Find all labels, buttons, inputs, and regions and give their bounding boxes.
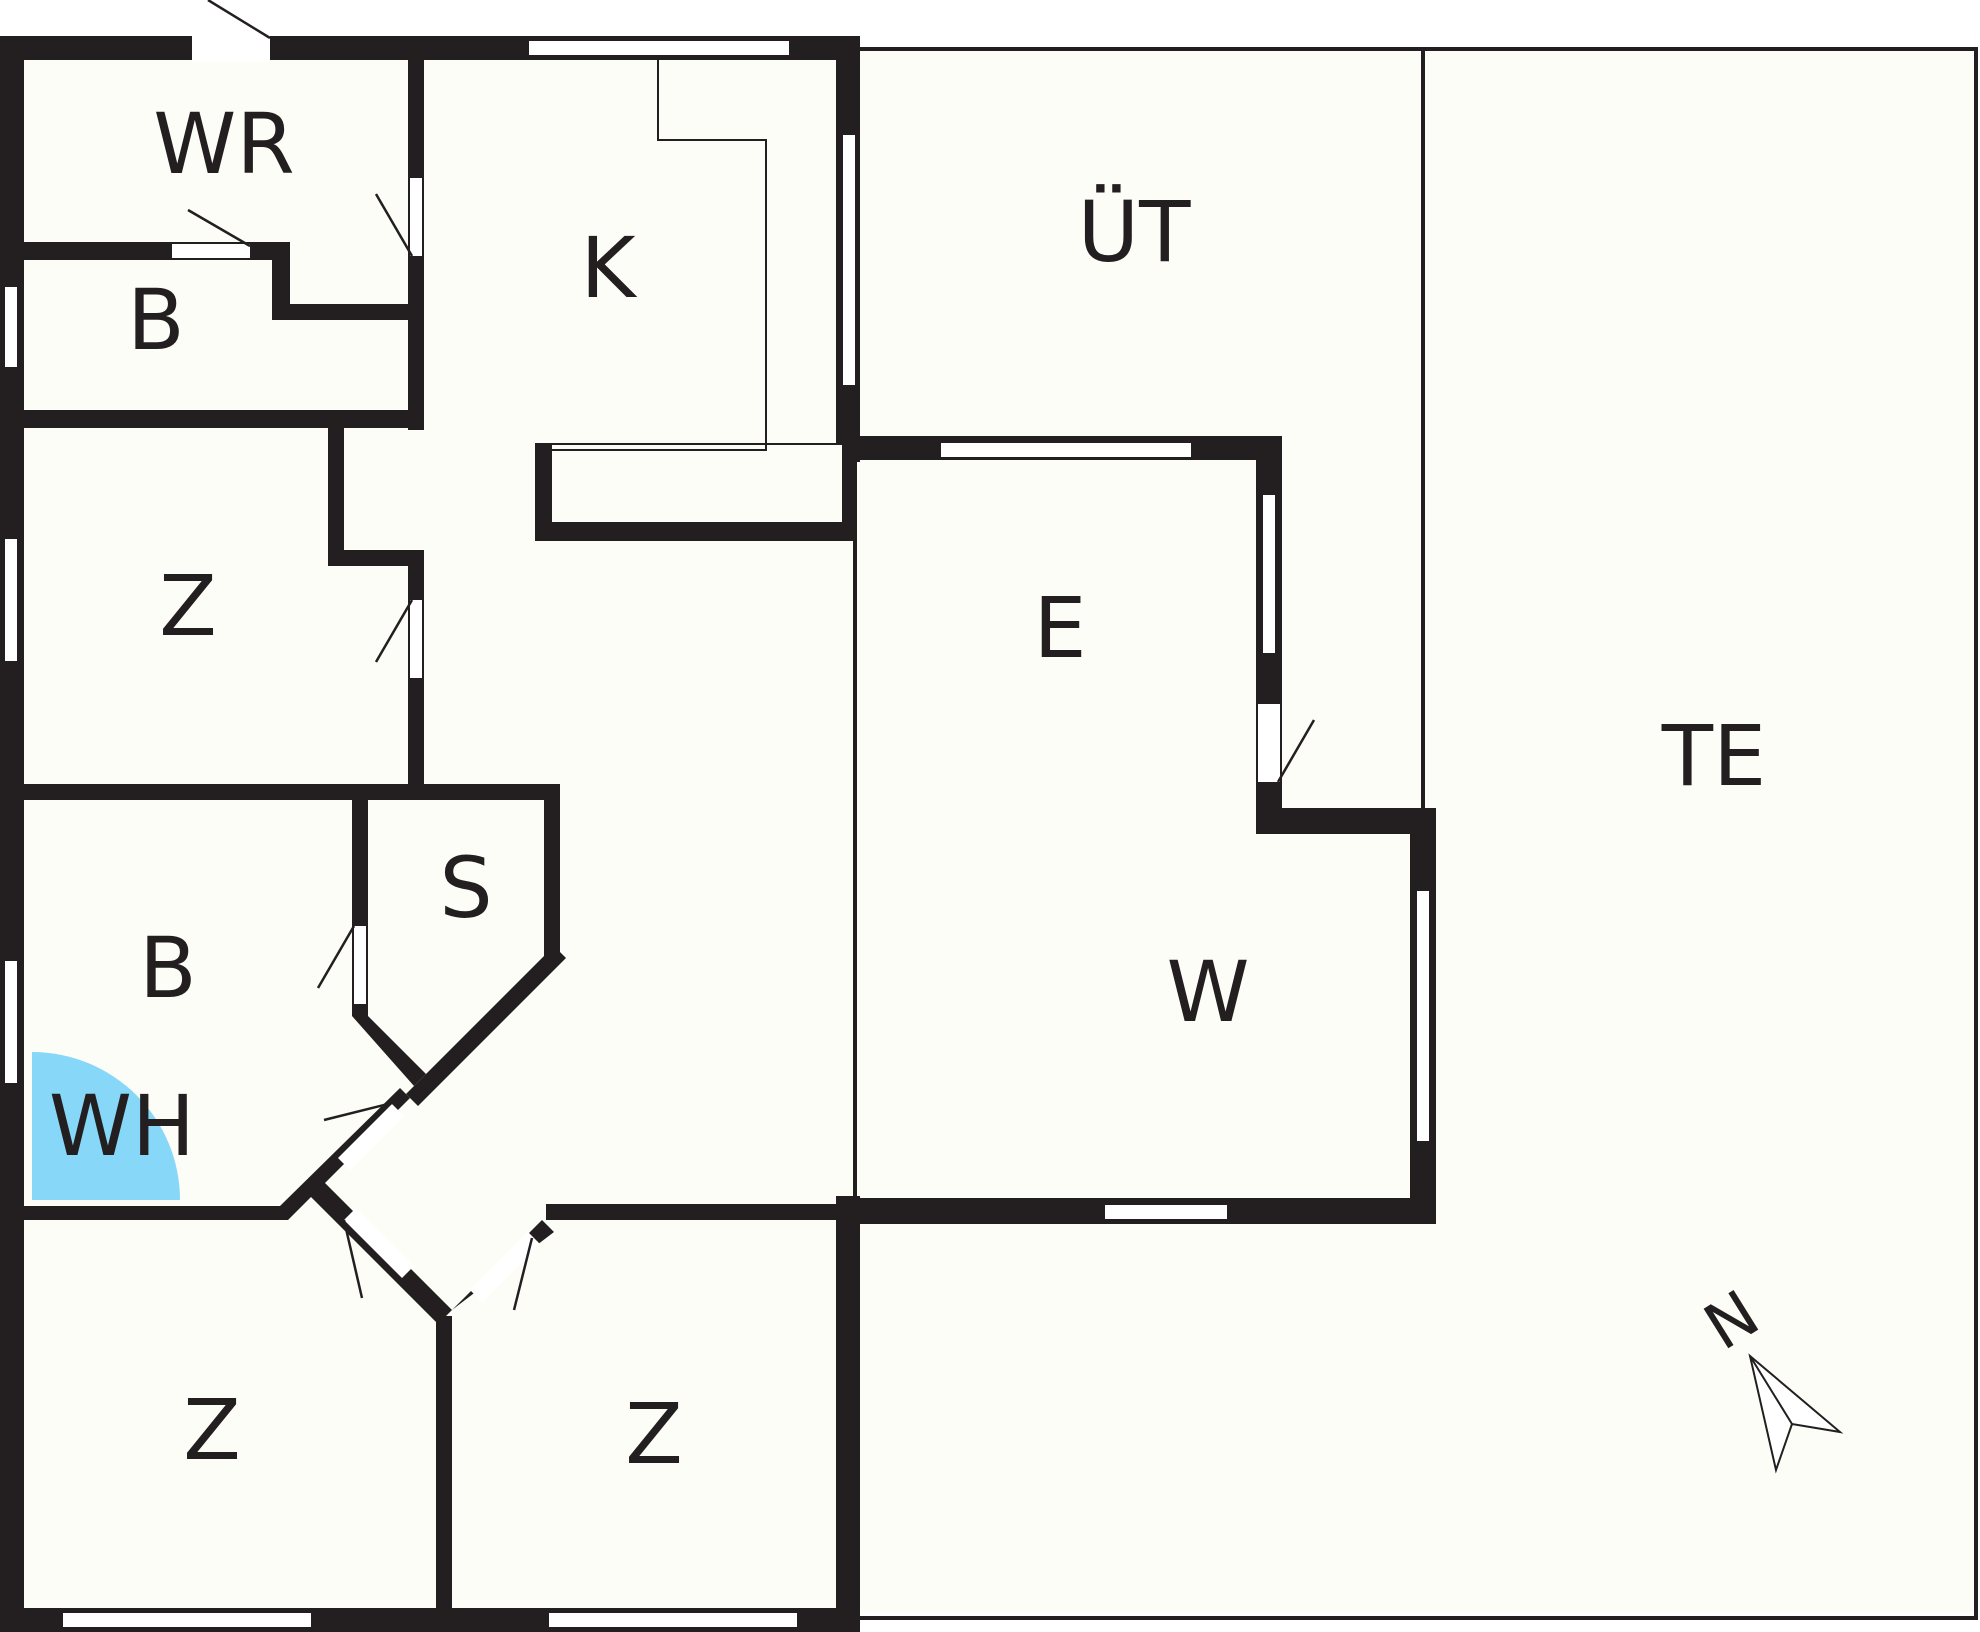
room-label-room-top: Z — [159, 557, 217, 655]
room-label-room-bottom-mid: Z — [625, 1385, 683, 1483]
room-label-water-heater: WH — [49, 1077, 195, 1175]
room-label-room-bottom-left: Z — [183, 1381, 241, 1479]
room-label-wc: WR — [153, 95, 294, 193]
doors — [172, 0, 1316, 1311]
room-label-kitchen: K — [580, 219, 637, 317]
terrace-outline — [853, 47, 1978, 1620]
room-label-bath-bottom: B — [139, 919, 197, 1017]
room-label-utility: ÜT — [1078, 183, 1191, 281]
room-label-dining: E — [1033, 579, 1086, 677]
room-labels: WR B K ÜT Z E TE S B W WH Z Z — [49, 95, 1766, 1483]
room-label-bath-top: B — [127, 271, 185, 369]
water-heater-zone — [32, 1052, 180, 1200]
room-label-storage: S — [439, 839, 492, 937]
floor-areas — [20, 48, 1975, 1612]
room-label-living: W — [1166, 943, 1249, 1041]
windows — [3, 39, 1431, 1629]
interior-lines — [535, 58, 857, 541]
room-label-terrace: TE — [1661, 707, 1766, 805]
